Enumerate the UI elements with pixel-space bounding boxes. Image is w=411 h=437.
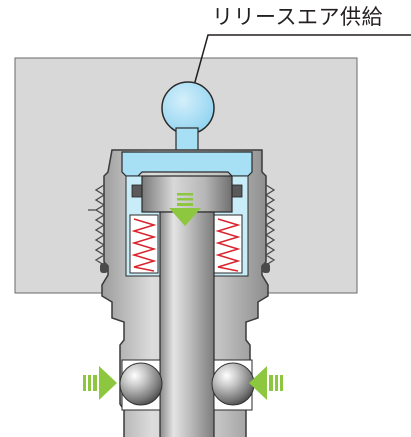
thread-right: [264, 184, 276, 266]
lock-ball-right: [211, 362, 255, 406]
seal-left: [131, 184, 143, 198]
arrow-right-icon: [83, 366, 117, 400]
air-port-icon: [161, 81, 215, 135]
spring-left-icon: [131, 218, 157, 272]
arrow-left-icon: [249, 366, 283, 400]
arrow-down-icon: [169, 193, 201, 226]
release-air-chamber: [121, 151, 253, 177]
seal-right: [231, 184, 243, 198]
callout-leader-line: [189, 34, 411, 101]
spring-right-icon: [215, 218, 241, 272]
piston-rod: [159, 211, 215, 437]
oring-left: [100, 263, 108, 273]
lock-ball-left: [119, 362, 163, 406]
thread-left: [88, 184, 106, 266]
air-passage: [175, 127, 199, 153]
oring-right: [262, 263, 270, 273]
release-air-supply-label: リリースエア供給: [212, 5, 383, 29]
